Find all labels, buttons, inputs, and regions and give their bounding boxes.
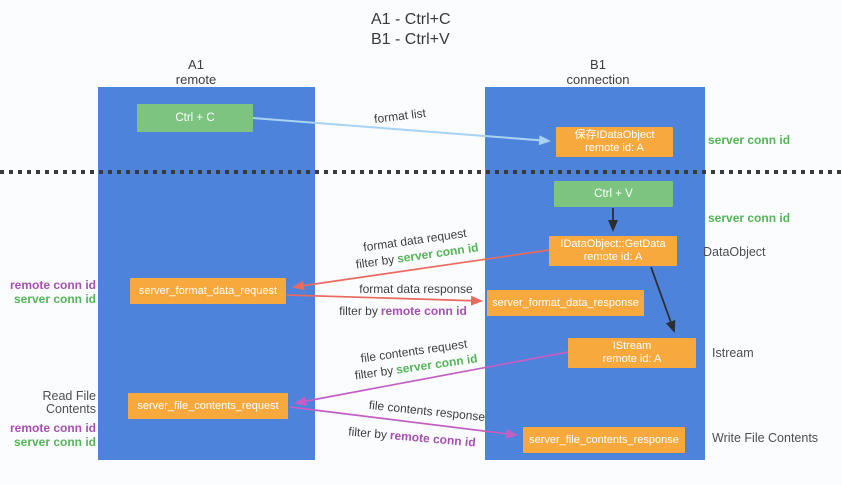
node-ctrl-c: Ctrl + C <box>137 104 253 132</box>
annotation-dataobject: DataObject <box>703 245 766 259</box>
label-file-contents-request: file contents request filter byserver co… <box>339 333 492 386</box>
title-line-1: A1 - Ctrl+C <box>371 11 451 28</box>
label-file-request-filter-prefix: filter by <box>353 363 395 383</box>
annotation-server-conn-id-top: server conn id <box>708 133 791 147</box>
title-line-2: B1 - Ctrl+V <box>371 31 450 48</box>
node-istream: IStream remote id: A <box>568 338 696 368</box>
diagram-title: A1 - Ctrl+C B1 - Ctrl+V <box>371 10 451 50</box>
node-getdata-line1: IDataObject::GetData <box>560 238 666 250</box>
annotation-file-server-conn-id: server conn id <box>13 435 96 449</box>
node-istream-line2: remote id: A <box>602 353 662 365</box>
node-file-req-label: server_file_contents_request <box>137 399 279 412</box>
node-idataobject-getdata: IDataObject::GetData remote id: A <box>549 236 677 266</box>
node-server-format-data-response: server_format_data_response <box>487 290 644 316</box>
lane-header-a1: A1 remote <box>141 57 251 87</box>
annotation-format-server-conn-id: server conn id <box>13 292 96 306</box>
label-format-response-filter-prefix: filter by <box>339 304 378 318</box>
label-file-response-filter-prefix: filter by <box>347 424 388 442</box>
annotation-file-remote-conn-id: remote conn id <box>9 421 96 435</box>
label-file-contents-response: file contents response <box>368 397 486 425</box>
node-server-file-contents-request: server_file_contents_request <box>128 393 288 419</box>
lane-b1-name: B1 <box>590 57 606 72</box>
label-format-data-request: format data request filter byserver conn… <box>339 222 494 275</box>
lane-a1-name: A1 <box>188 57 204 72</box>
node-ctrl-v: Ctrl + V <box>554 181 673 207</box>
lane-b1-subtitle: connection <box>566 72 630 87</box>
annotation-read-file-contents: Read File Contents <box>42 389 97 416</box>
lane-a1-subtitle: remote <box>175 72 217 87</box>
node-file-resp-label: server_file_contents_response <box>529 433 679 446</box>
annotation-server-conn-id-mid: server conn id <box>708 211 791 225</box>
annotation-format-conn-ids: remote conn id server conn id <box>0 278 96 306</box>
annotation-write-file-contents: Write File Contents <box>712 431 819 445</box>
node-save-line1: 保存IDataObject <box>574 129 655 141</box>
node-server-file-contents-response: server_file_contents_response <box>523 427 685 453</box>
node-getdata-line2: remote id: A <box>583 251 643 263</box>
node-server-format-data-request: server_format_data_request <box>130 278 286 304</box>
node-istream-line1: IStream <box>612 340 652 352</box>
dotted-divider <box>0 170 842 174</box>
node-save-idataobject: 保存IDataObject remote id: A <box>556 127 673 157</box>
label-format-response-filter-key: remote conn id <box>380 304 467 318</box>
node-ctrl-c-label: Ctrl + C <box>175 111 215 124</box>
label-format-list: format list <box>373 105 427 127</box>
annotation-read-file-block: Read File Contents remote conn id server… <box>0 389 97 450</box>
node-format-req-label: server_format_data_request <box>138 284 278 297</box>
label-format-data-response: format data response <box>359 282 473 296</box>
label-file-response-filter-key: remote conn id <box>389 428 477 450</box>
node-ctrl-v-label: Ctrl + V <box>594 187 633 200</box>
lane-header-b1: B1 connection <box>543 57 653 87</box>
node-save-line2: remote id: A <box>585 142 644 154</box>
annotation-format-remote-conn-id: remote conn id <box>9 278 96 292</box>
node-format-resp-label: server_format_data_response <box>492 296 639 309</box>
label-format-request-filter-prefix: filter by <box>354 252 396 272</box>
annotation-istream: Istream <box>712 346 754 360</box>
